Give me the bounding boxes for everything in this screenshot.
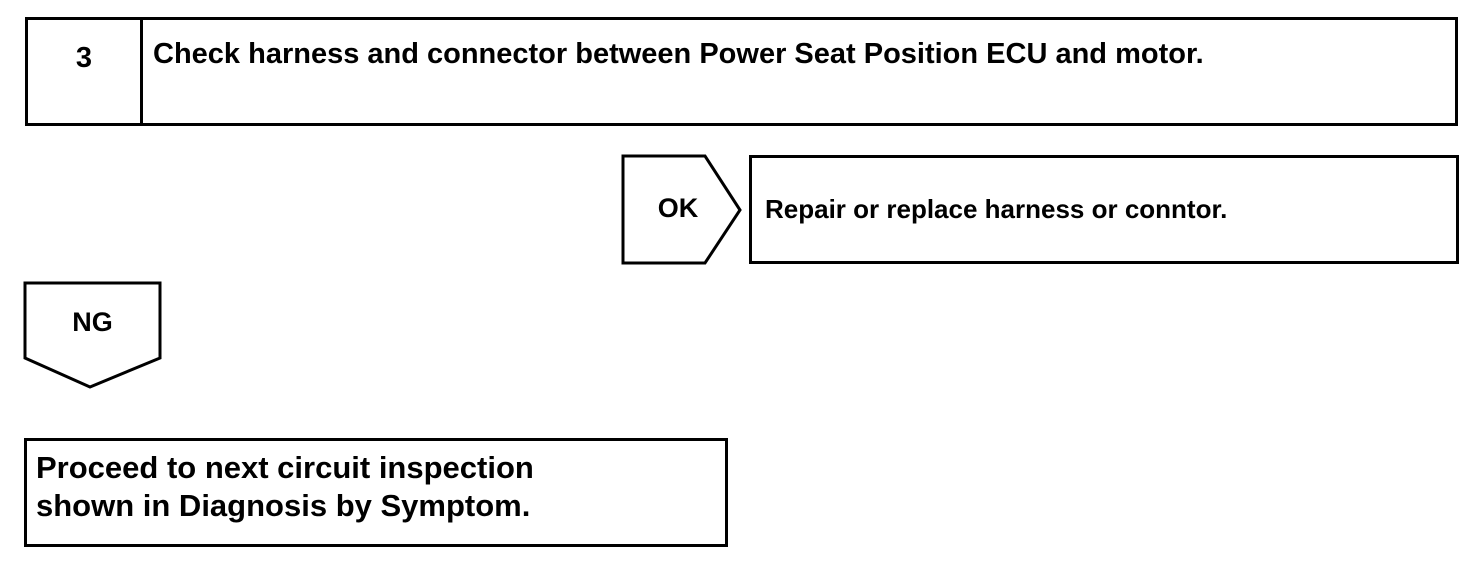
ng-label: NG xyxy=(72,307,113,337)
ng-result-line-1: Proceed to next circuit inspection xyxy=(36,450,534,485)
ok-label: OK xyxy=(657,193,699,223)
step-number: 3 xyxy=(28,20,143,123)
step-box: 3 Check harness and connector between Po… xyxy=(25,17,1458,126)
step-instruction: Check harness and connector between Powe… xyxy=(153,38,1204,70)
ng-result-text: Proceed to next circuit inspection shown… xyxy=(36,449,534,525)
ok-result-box: Repair or replace harness or conntor. xyxy=(749,155,1459,264)
ng-result-box: Proceed to next circuit inspection shown… xyxy=(24,438,728,547)
ng-result-line-2: shown in Diagnosis by Symptom. xyxy=(36,488,531,523)
ng-arrow-tag xyxy=(23,281,162,389)
ok-arrow-tag xyxy=(621,154,742,265)
ok-result-text: Repair or replace harness or conntor. xyxy=(765,194,1228,224)
